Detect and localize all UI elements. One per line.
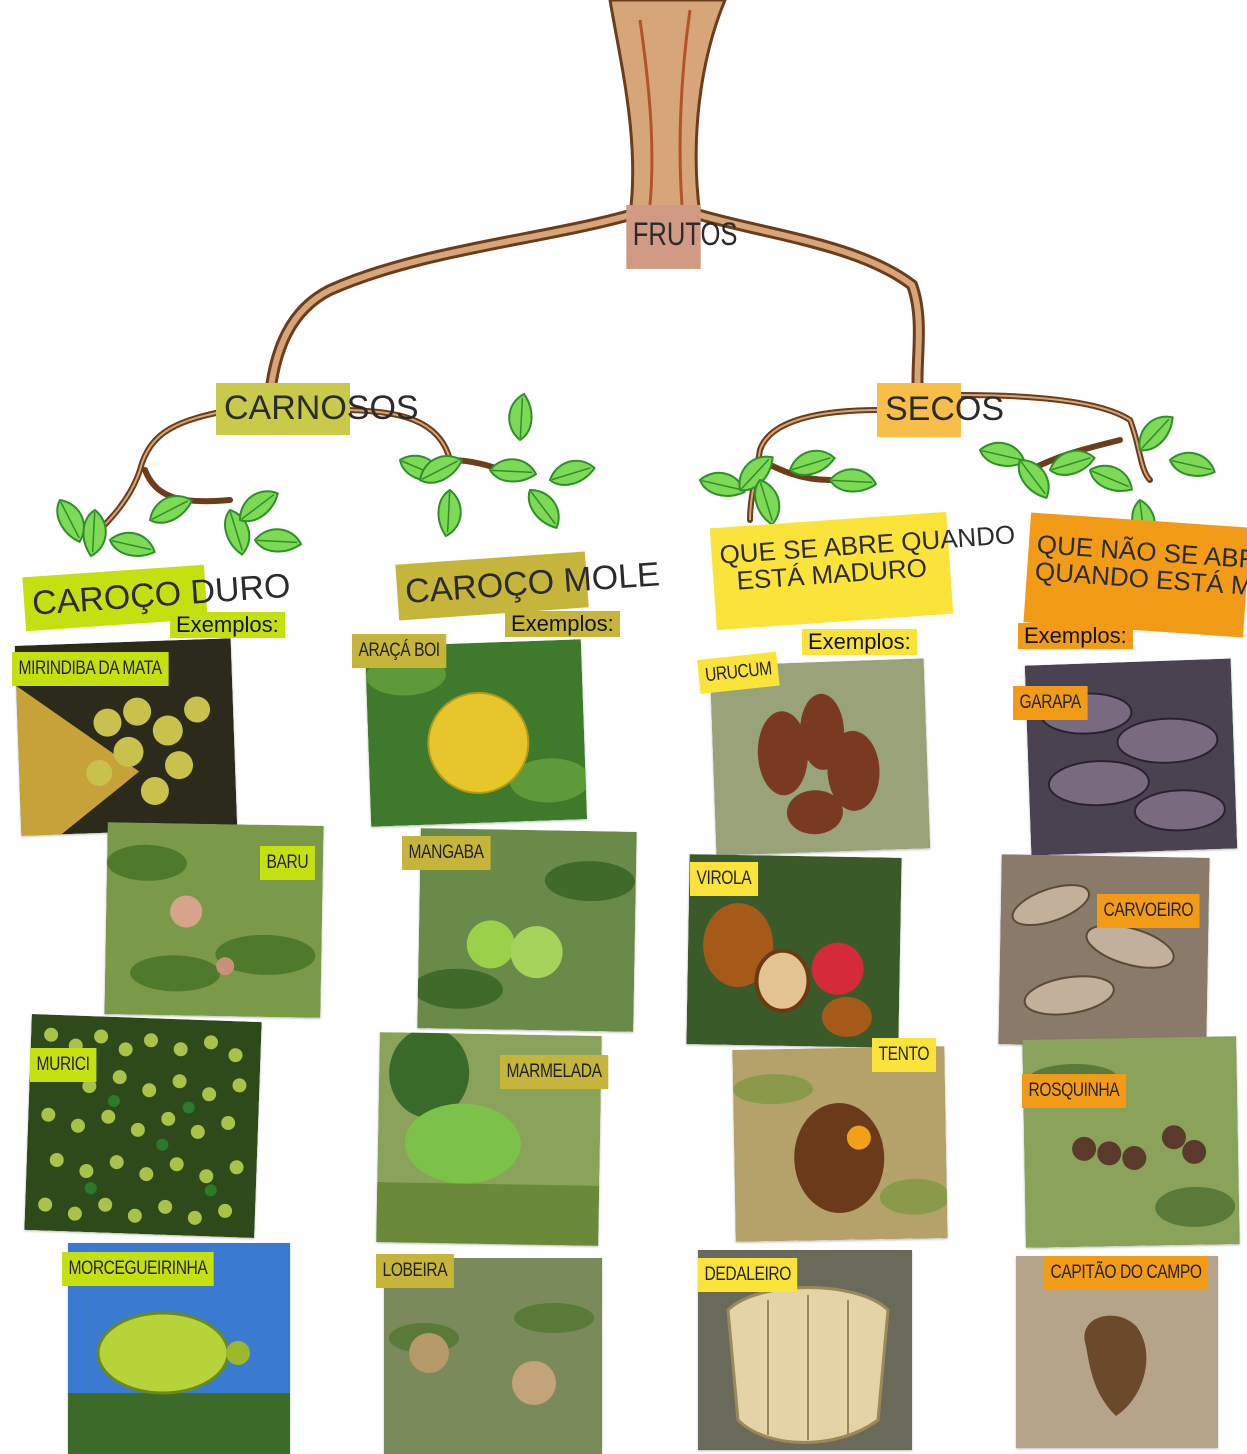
label-baru: BARU xyxy=(260,846,315,880)
photo-carvoeiro xyxy=(998,854,1209,1048)
label-garapa: GARAPA xyxy=(1013,686,1087,720)
photo-tento xyxy=(732,1046,947,1242)
label-mangaba: MANGABA xyxy=(402,836,490,870)
label-dedaleiro: DEDALEIRO xyxy=(698,1258,797,1292)
secos-label: SECOS xyxy=(877,383,961,437)
abre-label: QUE SE ABRE QUANDO ESTÁ MADURO xyxy=(710,512,954,630)
label-murici: MURICI xyxy=(30,1048,96,1082)
label-marmelada: MARMELADA xyxy=(500,1055,608,1089)
label-capitao-do-campo: CAPITÃO DO CAMPO xyxy=(1044,1256,1208,1290)
label-virola: VIROLA xyxy=(690,862,758,896)
nao-abre-label: QUE NÃO SE ABRE QUANDO ESTÁ MADURO xyxy=(1023,512,1247,637)
label-lobeira: LOBEIRA xyxy=(376,1254,454,1288)
carnosos-label: CARNOSOS xyxy=(216,383,350,435)
label-tento: TENTO xyxy=(872,1038,936,1072)
trunk xyxy=(610,0,725,215)
label-carvoeiro: CARVOEIRO xyxy=(1097,894,1200,928)
label-rosquinha: ROSQUINHA xyxy=(1022,1074,1126,1108)
label-mirindiba: MIRINDIBA DA MATA xyxy=(12,652,168,686)
photo-rosquinha xyxy=(1022,1036,1240,1248)
exemplos-label: Exemplos: xyxy=(1018,623,1133,649)
label-araca-boi: ARAÇÁ BOI xyxy=(352,634,446,668)
branch-left xyxy=(270,215,630,395)
exemplos-label: Exemplos: xyxy=(505,611,620,637)
exemplos-label: Exemplos: xyxy=(802,629,917,655)
label-morcegueirinha: MORCEGUEIRINHA xyxy=(62,1252,214,1286)
exemplos-label: Exemplos: xyxy=(170,612,285,638)
root-label: FRUTOS xyxy=(626,205,700,269)
